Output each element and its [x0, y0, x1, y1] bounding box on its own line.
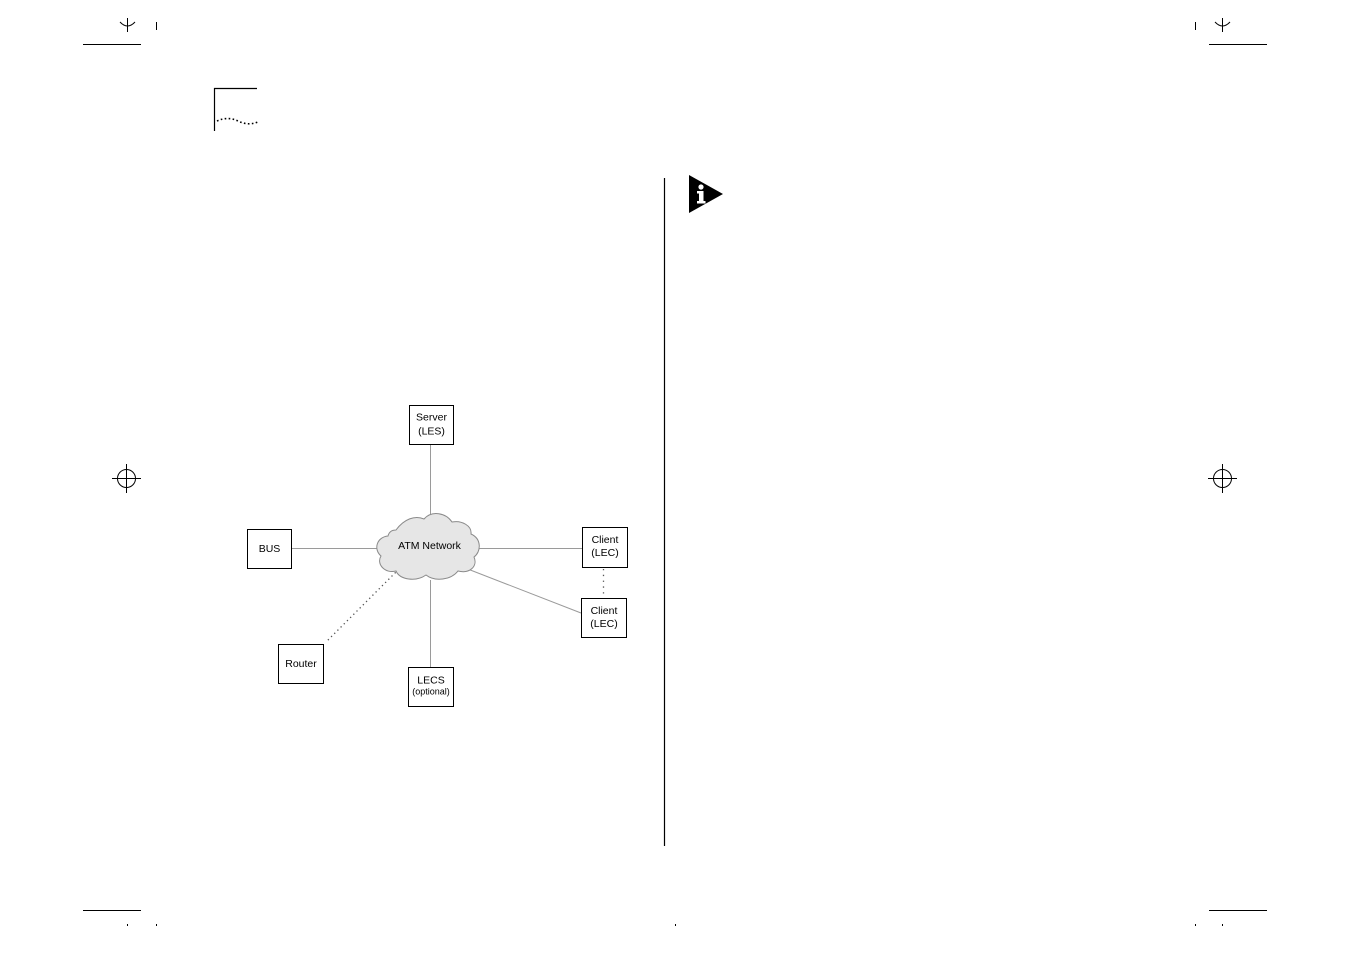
network-diagram: ATM Network Server (LES) BUS Client (LEC… [247, 405, 628, 707]
node-client-2-sublabel: (LEC) [590, 618, 617, 630]
node-bus-label: BUS [259, 543, 281, 555]
node-client-2: Client (LEC) [581, 598, 627, 638]
node-server-sublabel: (LES) [418, 426, 445, 438]
crosshair-registration-icon [1208, 464, 1237, 493]
node-lecs: LECS (optional) [408, 667, 454, 707]
node-router-label: Router [285, 658, 317, 670]
node-client-1-sublabel: (LEC) [591, 547, 618, 559]
node-client-2-label: Client [591, 605, 618, 617]
crop-dots [127, 924, 1223, 926]
node-router: Router [278, 644, 324, 684]
connection-lines [291, 444, 582, 667]
node-server-label: Server [416, 412, 447, 424]
node-client-1: Client (LEC) [582, 527, 628, 568]
crop-marks [83, 18, 1267, 911]
crosshair-registration-icon [112, 464, 141, 493]
node-lecs-label: LECS [417, 675, 444, 687]
atm-network-cloud: ATM Network [376, 513, 480, 580]
link-router-dotted [325, 565, 403, 643]
atm-network-label: ATM Network [398, 540, 462, 552]
node-client-1-label: Client [592, 534, 619, 546]
info-arrow-icon [689, 175, 723, 213]
node-bus: BUS [247, 529, 292, 569]
chapter-tab-icon [213, 87, 259, 131]
node-lecs-sublabel: (optional) [412, 687, 450, 697]
node-server: Server (LES) [409, 405, 454, 445]
link-client-2 [459, 565, 582, 614]
